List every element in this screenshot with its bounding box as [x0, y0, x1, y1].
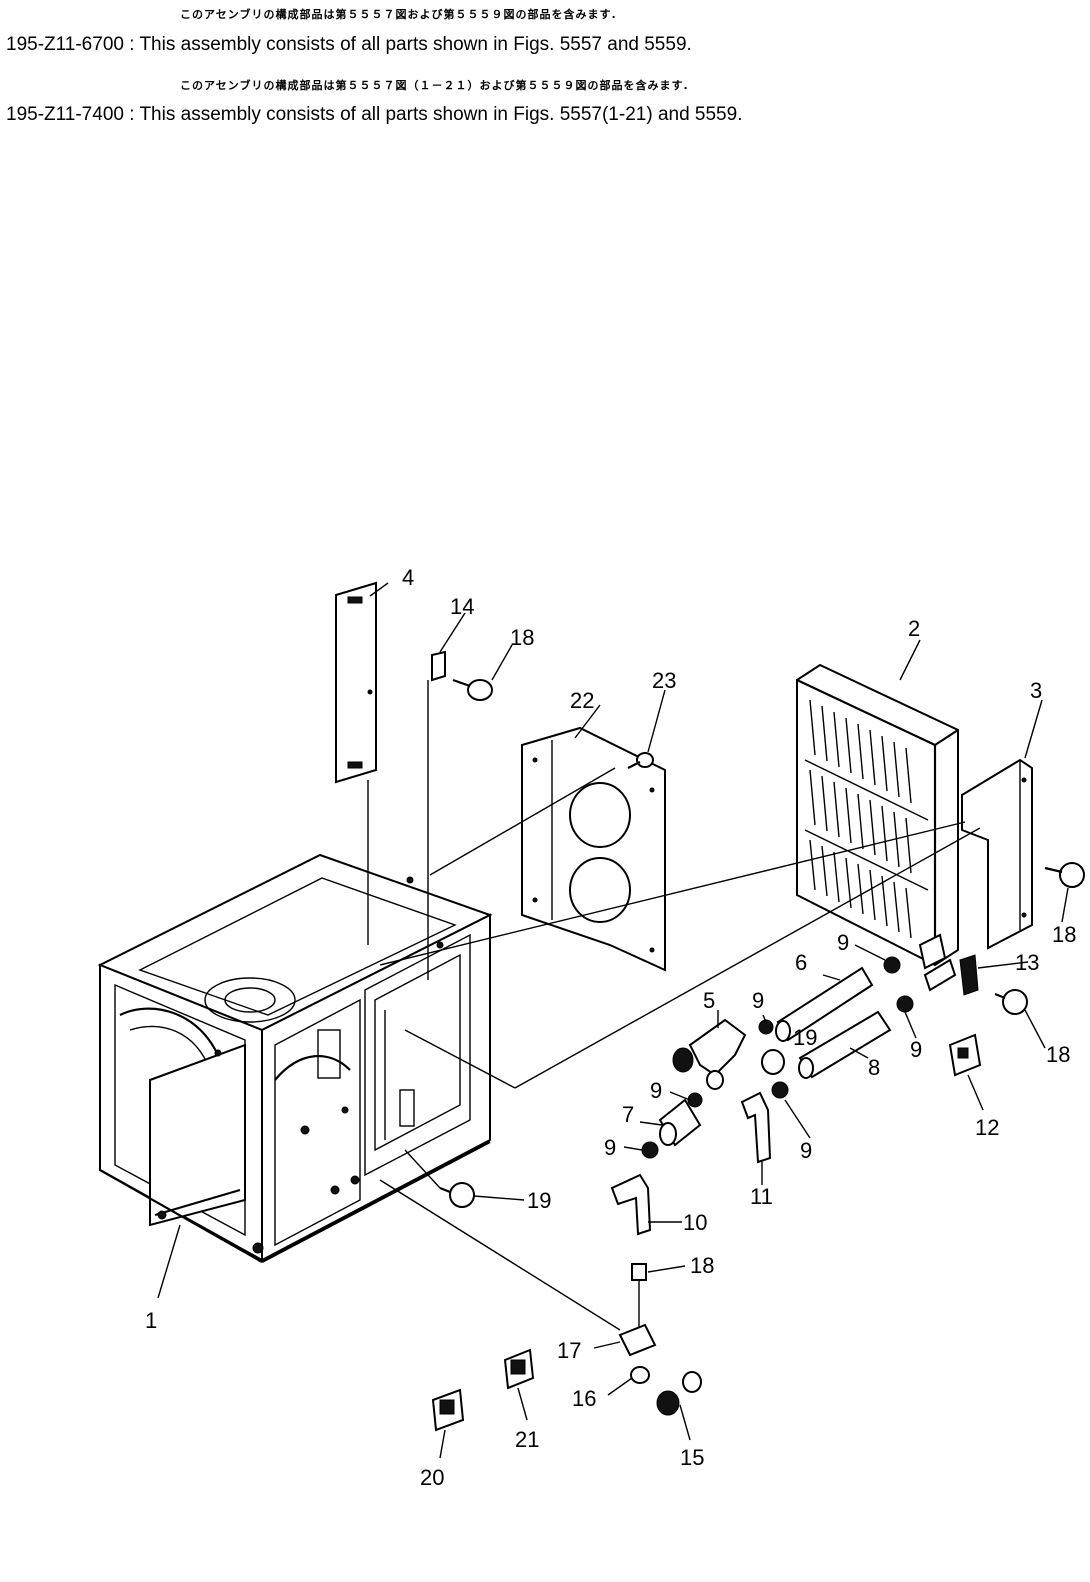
leader-line-core — [379, 821, 966, 966]
callout-9f: 9 — [800, 1138, 812, 1163]
callout-leaders — [157, 582, 1069, 1459]
note-2-japanese: このアセンブリの構成部品は第５５５７図（１－２１）および第５５５９図の部品を含み… — [180, 79, 689, 92]
note-1-japanese: このアセンブリの構成部品は第５５５７図および第５５５９図の部品を含みます. — [180, 8, 617, 21]
part-13-fitting — [923, 954, 979, 996]
callout-13: 13 — [1015, 950, 1039, 975]
callout-18a: 18 — [510, 625, 534, 650]
callout-22: 22 — [570, 688, 594, 713]
part-11-elbow — [740, 1091, 772, 1164]
callout-19b: 19 — [527, 1188, 551, 1213]
leader-line-a — [404, 1029, 516, 1089]
part-5-valve — [672, 1018, 747, 1090]
callout-20: 20 — [420, 1465, 444, 1490]
note-1-text: This assembly consists of all parts show… — [139, 34, 692, 55]
callout-7: 7 — [622, 1102, 634, 1127]
leader-line-bottom — [379, 1179, 621, 1331]
leader-line-b — [514, 827, 981, 1089]
callout-4: 4 — [402, 565, 414, 590]
note-2-english: 195-Z11-7400 : This assembly consists of… — [6, 104, 742, 126]
note-1-part-number: 195-Z11-6700 — [6, 34, 124, 55]
note-2-text: This assembly consists of all parts show… — [139, 104, 743, 125]
callout-6: 6 — [795, 950, 807, 975]
callout-8: 8 — [868, 1055, 880, 1080]
note-2-part-number: 195-Z11-7400 — [6, 104, 124, 125]
callout-9a: 9 — [837, 930, 849, 955]
part-7-hose — [658, 1098, 702, 1147]
callout-12: 12 — [975, 1115, 999, 1140]
part-16-clip — [630, 1366, 650, 1384]
part-8-hose — [798, 1010, 892, 1079]
note-1-english: 195-Z11-6700 : This assembly consists of… — [6, 34, 692, 56]
part-21-pad — [503, 1348, 535, 1390]
part-18-bolt-top — [452, 678, 493, 701]
callout-9b: 9 — [910, 1037, 922, 1062]
callout-10: 10 — [683, 1210, 707, 1235]
callout-19a: 19 — [793, 1025, 817, 1050]
callout-9d: 9 — [650, 1078, 662, 1103]
callout-16: 16 — [572, 1386, 596, 1411]
part-3-bracket — [961, 758, 1033, 950]
part-19-bolt-middle — [761, 1049, 785, 1075]
callout-23: 23 — [652, 668, 676, 693]
callout-5: 5 — [703, 988, 715, 1013]
callout-21: 21 — [515, 1427, 539, 1452]
note-2-separator: : — [129, 104, 135, 125]
part-10-elbow — [610, 1173, 652, 1236]
callout-9e: 9 — [604, 1135, 616, 1160]
callout-18b: 18 — [1052, 922, 1076, 947]
callout-18d: 18 — [690, 1253, 714, 1278]
part-14-bracket — [427, 650, 446, 980]
part-19-bolt-lower — [404, 1149, 475, 1208]
callout-9c: 9 — [752, 988, 764, 1013]
callout-14: 14 — [450, 594, 474, 619]
part-2-heater-core — [796, 663, 959, 970]
part-18-bolt-right-middle — [994, 989, 1028, 1015]
part-6-hose — [775, 966, 874, 1042]
callout-11: 11 — [750, 1184, 773, 1209]
part-9-clamps — [641, 956, 914, 1159]
part-15-nuts — [656, 1371, 702, 1416]
callout-15: 15 — [680, 1445, 704, 1470]
callout-2: 2 — [908, 616, 920, 641]
note-1-separator: : — [129, 34, 135, 55]
part-1-housing — [97, 853, 493, 1263]
part-22-plate — [429, 726, 666, 972]
part-17-bracket — [618, 1323, 657, 1357]
part-23-bolt — [627, 752, 654, 769]
callout-17: 17 — [557, 1338, 581, 1363]
callout-labels: 1 2 3 4 5 6 7 8 9 9 9 9 9 9 10 11 12 13 … — [145, 565, 1076, 1490]
part-20-pad — [431, 1388, 465, 1432]
callout-1: 1 — [145, 1308, 157, 1333]
callout-18c: 18 — [1046, 1042, 1070, 1067]
part-12-block — [948, 1033, 982, 1077]
part-18-bolt-lower — [631, 1263, 647, 1340]
part-4-plate — [335, 581, 377, 945]
part-18-bolt-right-top — [1044, 862, 1085, 888]
callout-3: 3 — [1030, 678, 1042, 703]
